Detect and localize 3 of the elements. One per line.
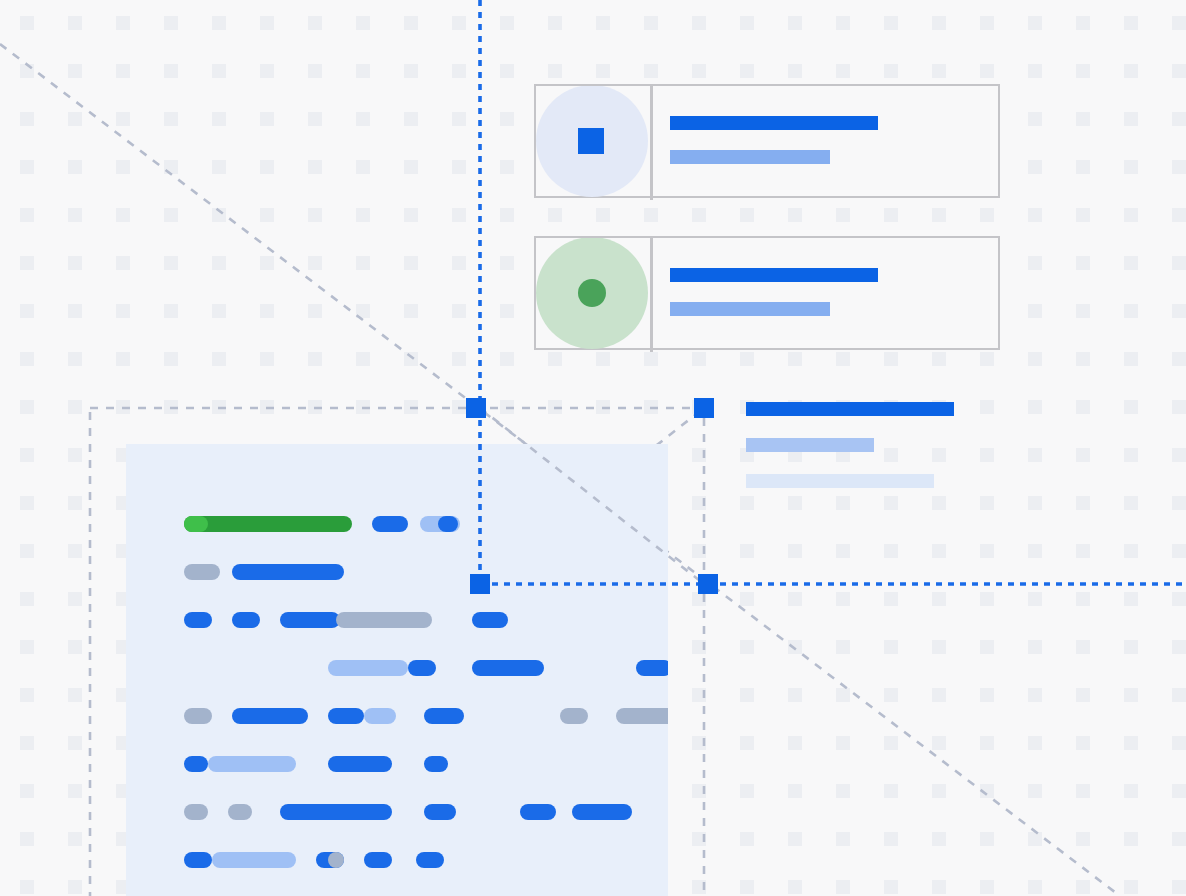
code-panel [126, 444, 668, 896]
card [534, 236, 1000, 350]
card [534, 84, 1000, 198]
